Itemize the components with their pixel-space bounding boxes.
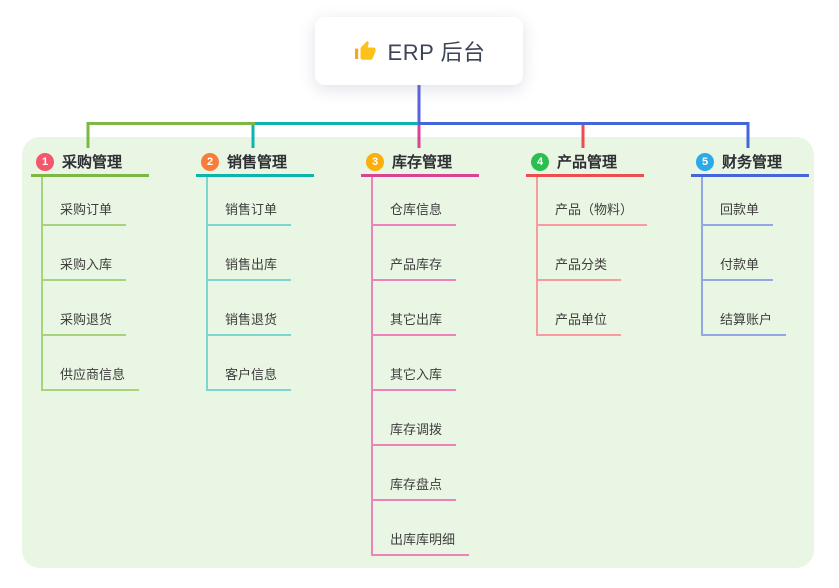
branch-number-badge: 3 [366,152,384,171]
branch-title[interactable]: 3 库存管理 [361,149,479,177]
branch-children: 销售订单 销售出库 销售退货 客户信息 [206,177,314,391]
child-node[interactable]: 供应商信息 [43,364,140,391]
branch-title-label: 产品管理 [557,154,618,171]
branch-number-badge: 5 [696,152,714,171]
child-node-row: 产品库存 [373,226,479,281]
branch-title-label: 销售管理 [227,154,288,171]
child-node-row: 销售退货 [208,281,314,336]
branch-title[interactable]: 5 财务管理 [691,149,809,177]
thumbs-up-icon [353,39,377,63]
child-node[interactable]: 采购入库 [43,254,127,281]
branch-title-label: 采购管理 [62,154,123,171]
child-node-row: 出库库明细 [373,501,479,556]
child-node-row: 仓库信息 [373,177,479,226]
child-node[interactable]: 销售订单 [208,199,292,226]
child-node-row: 供应商信息 [43,336,149,391]
child-node-row: 采购入库 [43,226,149,281]
child-node[interactable]: 出库库明细 [373,529,470,556]
child-node[interactable]: 回款单 [703,199,774,226]
child-node[interactable]: 销售出库 [208,254,292,281]
child-node-row: 产品（物料） [538,177,648,226]
child-node-row: 产品单位 [538,281,644,336]
branch-number-badge: 1 [36,152,54,171]
branch-number-badge: 2 [201,152,219,171]
branches-panel [22,137,814,568]
child-node-row: 采购订单 [43,177,149,226]
child-node[interactable]: 采购退货 [43,309,127,336]
child-node[interactable]: 库存调拨 [373,419,457,446]
child-node[interactable]: 库存盘点 [373,474,457,501]
branch-children: 采购订单 采购入库 采购退货 供应商信息 [41,177,149,391]
child-node-row: 库存调拨 [373,391,479,446]
branch: 2 销售管理 销售订单 销售出库 销售退货 客户信息 [196,149,314,391]
child-node[interactable]: 付款单 [703,254,774,281]
child-node[interactable]: 仓库信息 [373,199,457,226]
child-node[interactable]: 结算账户 [703,309,787,336]
child-node[interactable]: 采购订单 [43,199,127,226]
child-node[interactable]: 产品库存 [373,254,457,281]
child-node-row: 付款单 [703,226,809,281]
child-node[interactable]: 产品（物料） [538,199,648,226]
branch-children: 仓库信息 产品库存 其它出库 其它入库 库存调拨 库存盘点 出库库明细 [371,177,479,556]
child-node-row: 其它出库 [373,281,479,336]
root-node[interactable]: ERP 后台 [315,17,523,85]
branch-children: 回款单 付款单 结算账户 [701,177,809,336]
branch: 3 库存管理 仓库信息 产品库存 其它出库 其它入库 库存调拨 库存盘点 出库库… [361,149,479,556]
branch-children: 产品（物料） 产品分类 产品单位 [536,177,648,336]
child-node-row: 采购退货 [43,281,149,336]
child-node[interactable]: 销售退货 [208,309,292,336]
branch-title[interactable]: 1 采购管理 [31,149,149,177]
child-node-row: 结算账户 [703,281,809,336]
child-node-row: 库存盘点 [373,446,479,501]
child-node[interactable]: 其它入库 [373,364,457,391]
child-node-row: 客户信息 [208,336,314,391]
branch-title-label: 财务管理 [722,154,783,171]
root-label: ERP 后台 [387,40,486,65]
child-node[interactable]: 其它出库 [373,309,457,336]
child-node-row: 回款单 [703,177,809,226]
branch-title-label: 库存管理 [392,154,453,171]
branch: 1 采购管理 采购订单 采购入库 采购退货 供应商信息 [31,149,149,391]
branch: 5 财务管理 回款单 付款单 结算账户 [691,149,809,336]
branch: 4 产品管理 产品（物料） 产品分类 产品单位 [526,149,648,336]
child-node[interactable]: 产品单位 [538,309,622,336]
child-node-row: 销售订单 [208,177,314,226]
branch-title[interactable]: 4 产品管理 [526,149,644,177]
branch-number-badge: 4 [531,152,549,171]
child-node-row: 其它入库 [373,336,479,391]
child-node[interactable]: 产品分类 [538,254,622,281]
child-node-row: 产品分类 [538,226,644,281]
child-node-row: 销售出库 [208,226,314,281]
child-node[interactable]: 客户信息 [208,364,292,391]
branch-title[interactable]: 2 销售管理 [196,149,314,177]
